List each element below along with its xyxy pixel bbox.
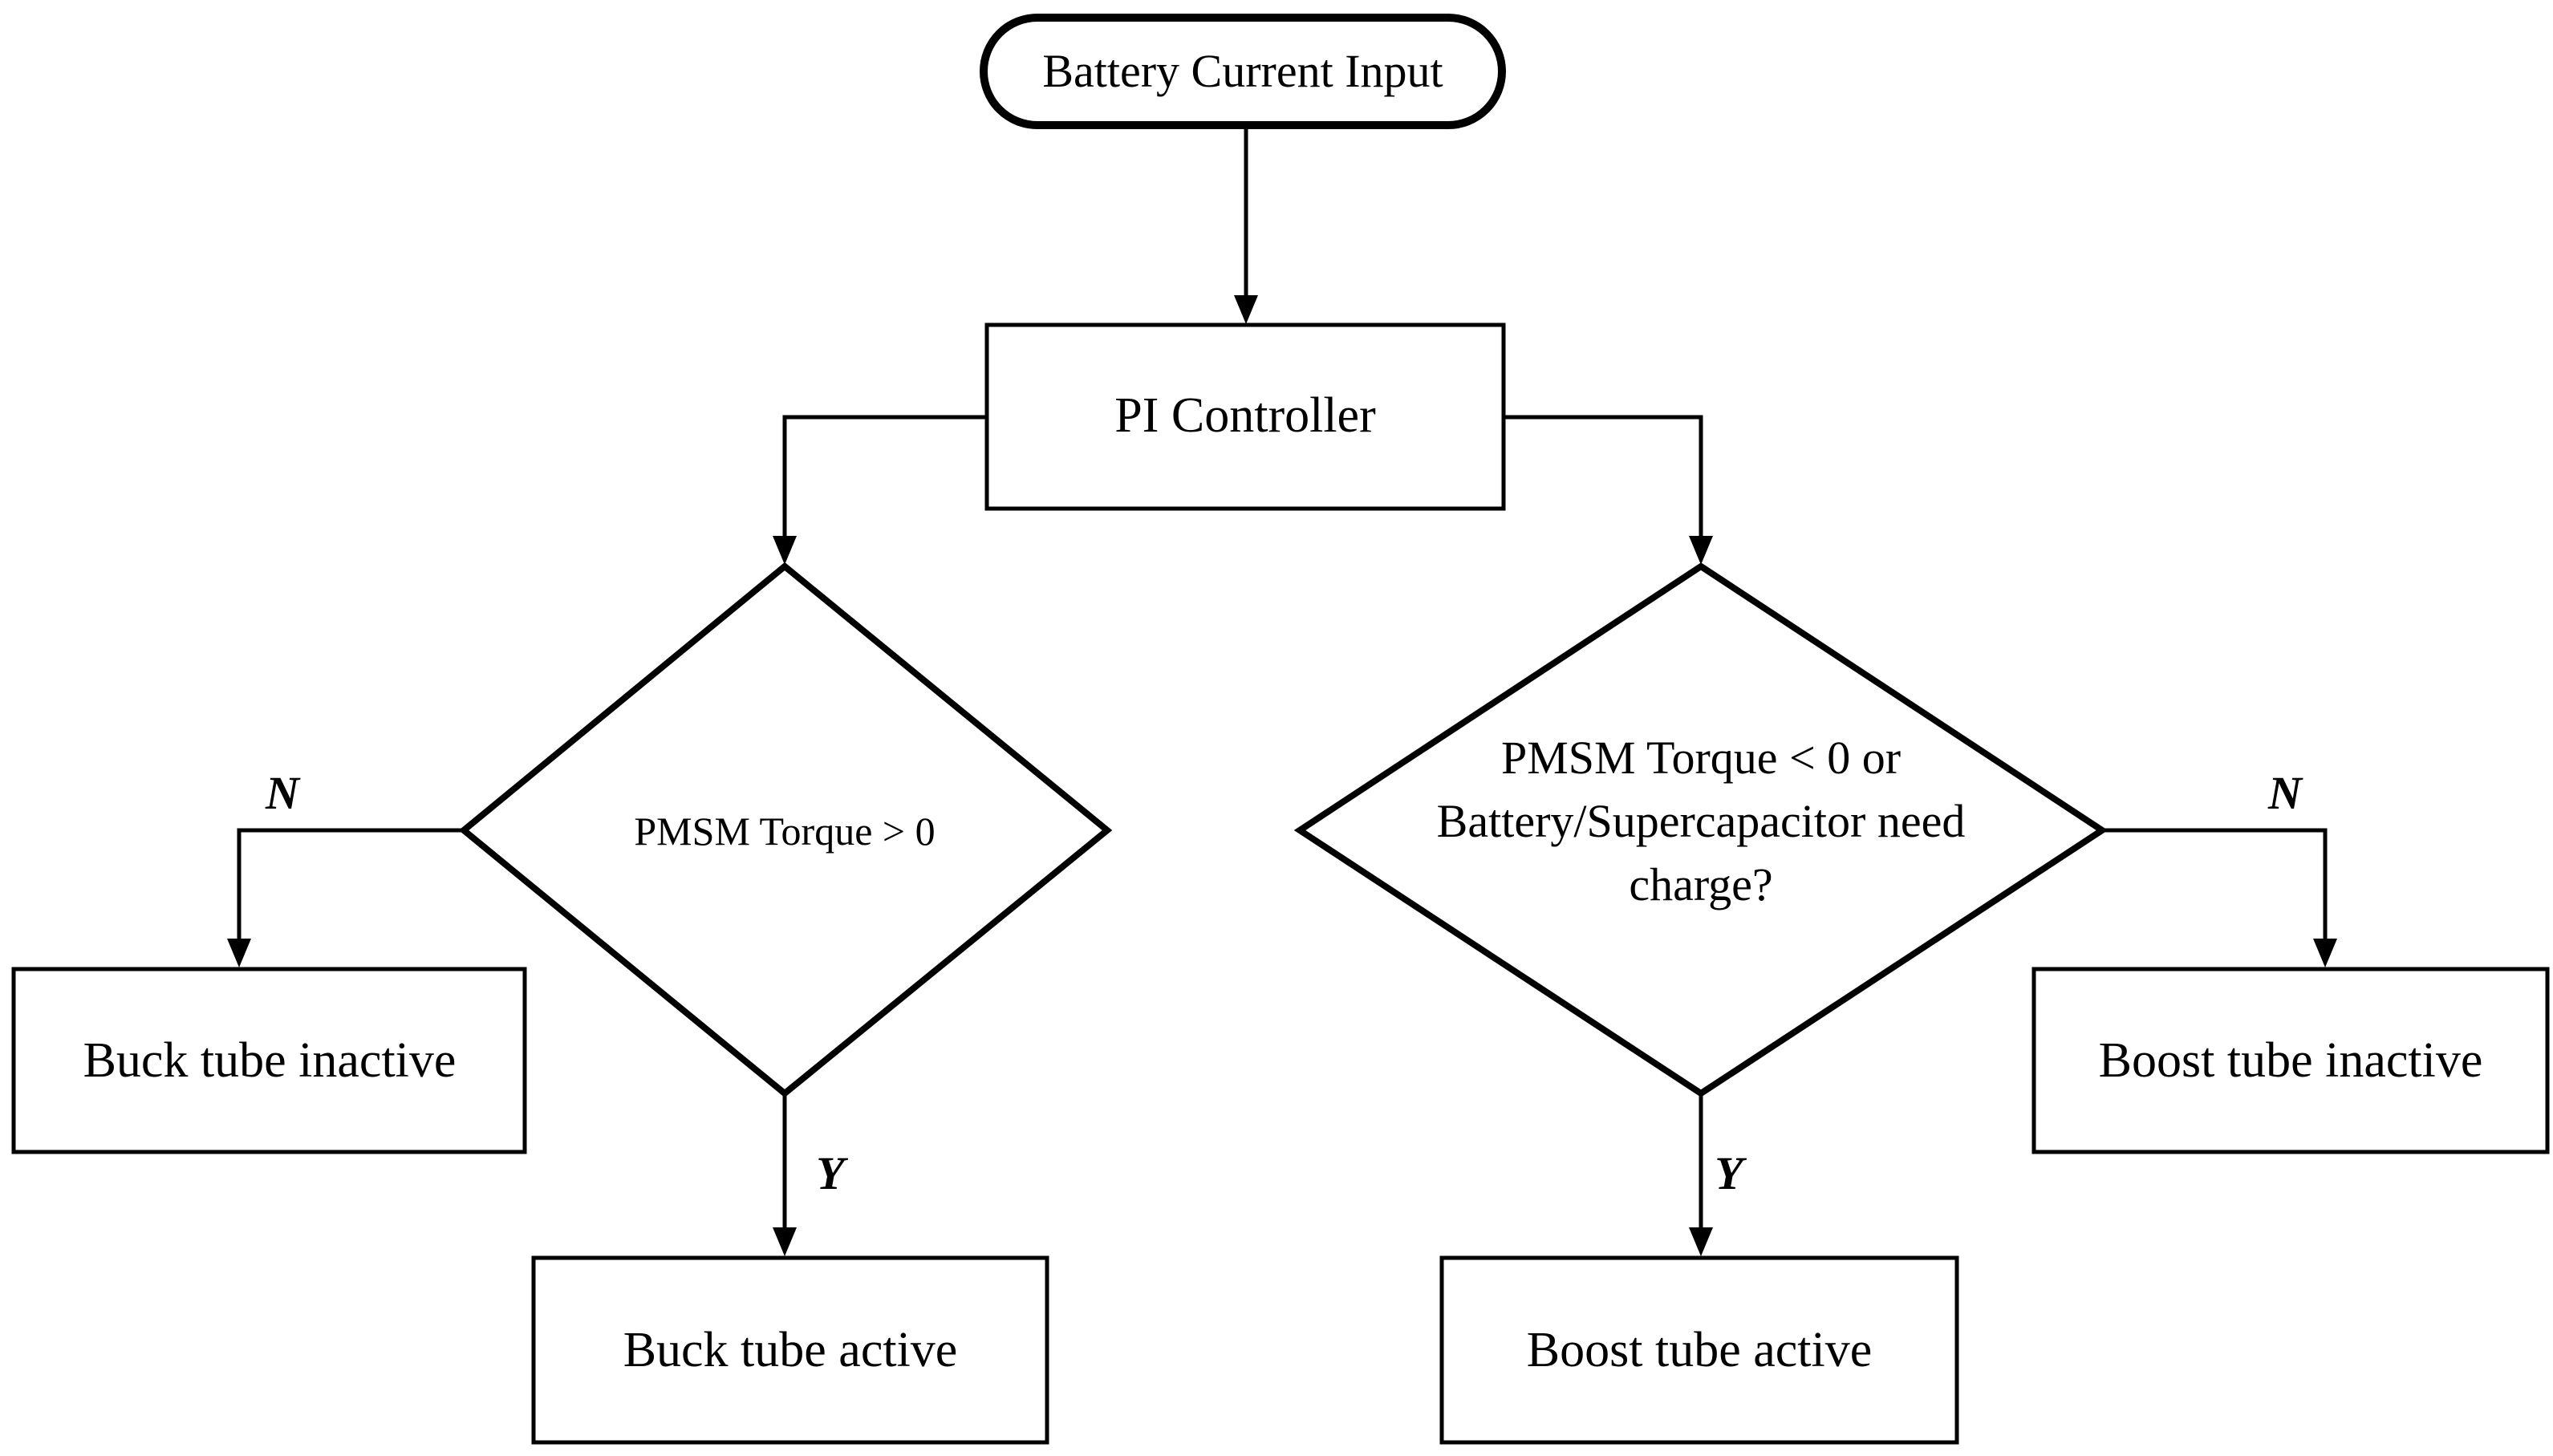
boost-active-label: Boost tube active xyxy=(1527,1323,1872,1377)
arrowhead-right-decision xyxy=(1689,536,1713,565)
arrowhead-boost-inactive xyxy=(2313,939,2337,967)
decision-left-diamond xyxy=(458,562,1113,1098)
boost-active-box xyxy=(1439,1255,1959,1445)
decision-right-line3: charge? xyxy=(1629,858,1772,911)
edge-label-right-no: N xyxy=(2267,767,2303,819)
edge-labels: N Y N Y xyxy=(265,767,2303,1199)
connector-controller-to-left-decision xyxy=(782,415,985,537)
connector-controller-to-right-decision xyxy=(1504,415,1703,537)
boost-inactive-node: Boost tube inactive xyxy=(2031,967,2550,1154)
buck-active-node: Buck tube active xyxy=(531,1255,1049,1445)
buck-active-label: Buck tube active xyxy=(623,1323,958,1377)
boost-inactive-label: Boost tube inactive xyxy=(2099,1033,2483,1088)
edge-label-left-yes: Y xyxy=(816,1147,848,1199)
decision-right-node: PMSM Torque < 0 or Battery/Supercapacito… xyxy=(1293,562,2109,1097)
arrowhead-left-decision xyxy=(773,536,797,565)
decision-right-line2: Battery/Supercapacitor need xyxy=(1437,795,1966,847)
decision-right-diamond xyxy=(1293,562,2109,1097)
arrowhead-boost-active xyxy=(1689,1227,1713,1256)
buck-inactive-label: Buck tube inactive xyxy=(83,1033,457,1088)
connector-right-no xyxy=(2102,828,2328,939)
arrowhead-buck-inactive xyxy=(227,939,251,967)
connectors xyxy=(227,127,2337,1256)
buck-inactive-node: Buck tube inactive xyxy=(11,967,527,1154)
buck-inactive-box xyxy=(11,967,527,1154)
start-label: Battery Current Input xyxy=(1042,45,1443,97)
decision-left-node: PMSM Torque > 0 xyxy=(458,562,1113,1098)
decision-right-line1: PMSM Torque < 0 or xyxy=(1501,732,1901,784)
controller-box xyxy=(984,322,1506,511)
decision-left-label: PMSM Torque > 0 xyxy=(634,809,935,854)
start-node: Battery Current Input xyxy=(980,14,1506,129)
arrowhead-controller xyxy=(1234,295,1258,324)
start-terminal-shape xyxy=(980,14,1506,129)
connector-left-no xyxy=(237,828,464,939)
arrowhead-buck-active xyxy=(773,1227,797,1256)
controller-node: PI Controller xyxy=(984,322,1506,511)
edge-label-right-yes: Y xyxy=(1715,1147,1747,1199)
edge-label-left-no: N xyxy=(265,767,301,819)
boost-active-node: Boost tube active xyxy=(1439,1255,1959,1445)
buck-active-box xyxy=(531,1255,1049,1445)
controller-label: PI Controller xyxy=(1114,388,1376,443)
boost-inactive-box xyxy=(2031,967,2550,1154)
